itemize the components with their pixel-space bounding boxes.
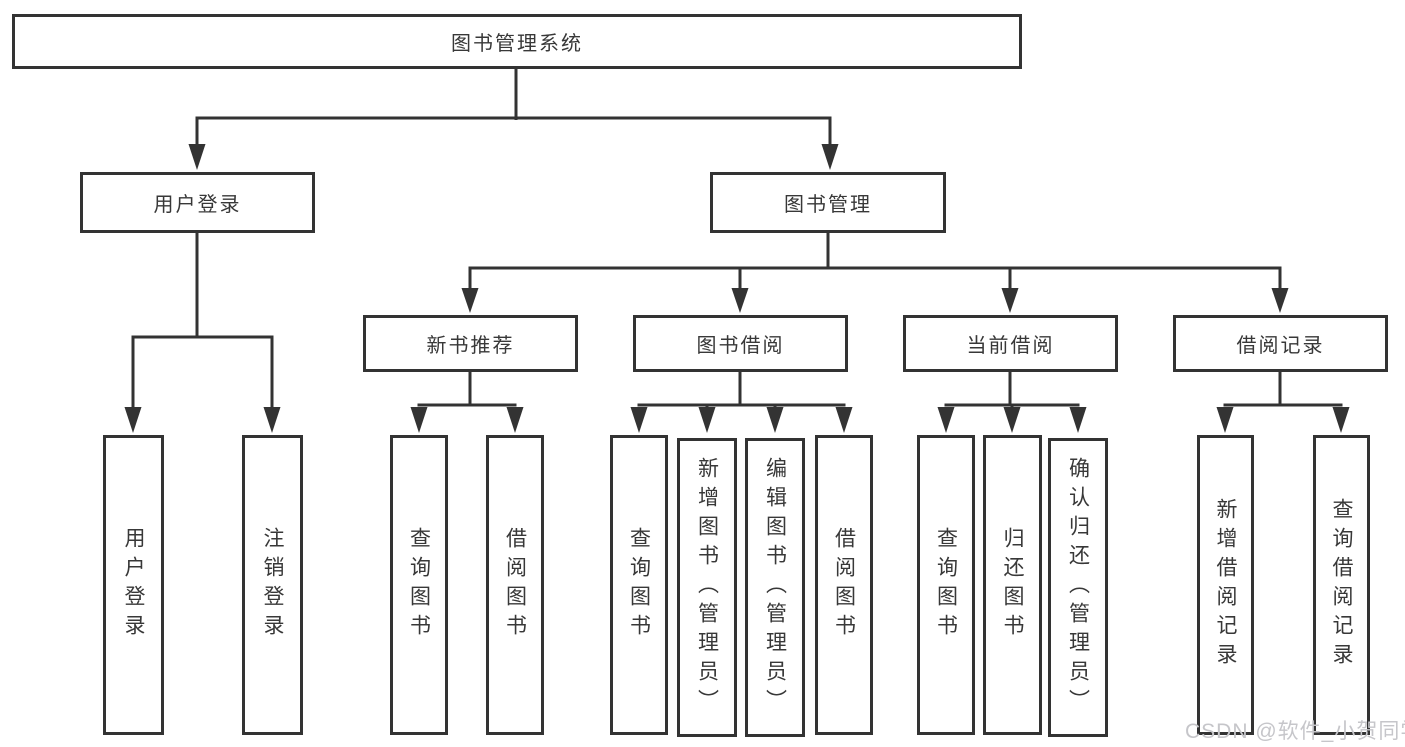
leaf-cb-confirm-return-admin: 确认归还（管理员） [1048, 438, 1108, 737]
watermark: CSDN @软件_小贺同学 [1185, 720, 1405, 743]
arrowheads [124, 144, 1350, 433]
node-root: 图书管理系统 [12, 14, 1022, 69]
leaf-nbr-query-books: 查询图书 [390, 435, 448, 735]
leaf-logout: 注销登录 [242, 435, 303, 735]
node-borrow-records: 借阅记录 [1173, 315, 1388, 372]
leaf-nbr-borrow-books: 借阅图书 [486, 435, 544, 735]
node-user-login: 用户登录 [80, 172, 315, 233]
leaf-bb-add-books-admin: 新增图书（管理员） [677, 438, 737, 737]
node-new-book-recommend: 新书推荐 [363, 315, 578, 372]
node-book-borrow: 图书借阅 [633, 315, 848, 372]
leaf-bb-edit-books-admin: 编辑图书（管理员） [745, 438, 805, 737]
leaf-bb-query-books: 查询图书 [610, 435, 668, 735]
leaf-br-query-record: 查询借阅记录 [1313, 435, 1370, 735]
leaf-cb-return-books: 归还图书 [983, 435, 1042, 735]
leaf-user-login: 用户登录 [103, 435, 164, 735]
node-book-management: 图书管理 [710, 172, 946, 233]
leaf-bb-borrow-books: 借阅图书 [815, 435, 873, 735]
leaf-br-add-record: 新增借阅记录 [1197, 435, 1254, 735]
node-current-borrow: 当前借阅 [903, 315, 1118, 372]
leaf-cb-query-books: 查询图书 [917, 435, 975, 735]
